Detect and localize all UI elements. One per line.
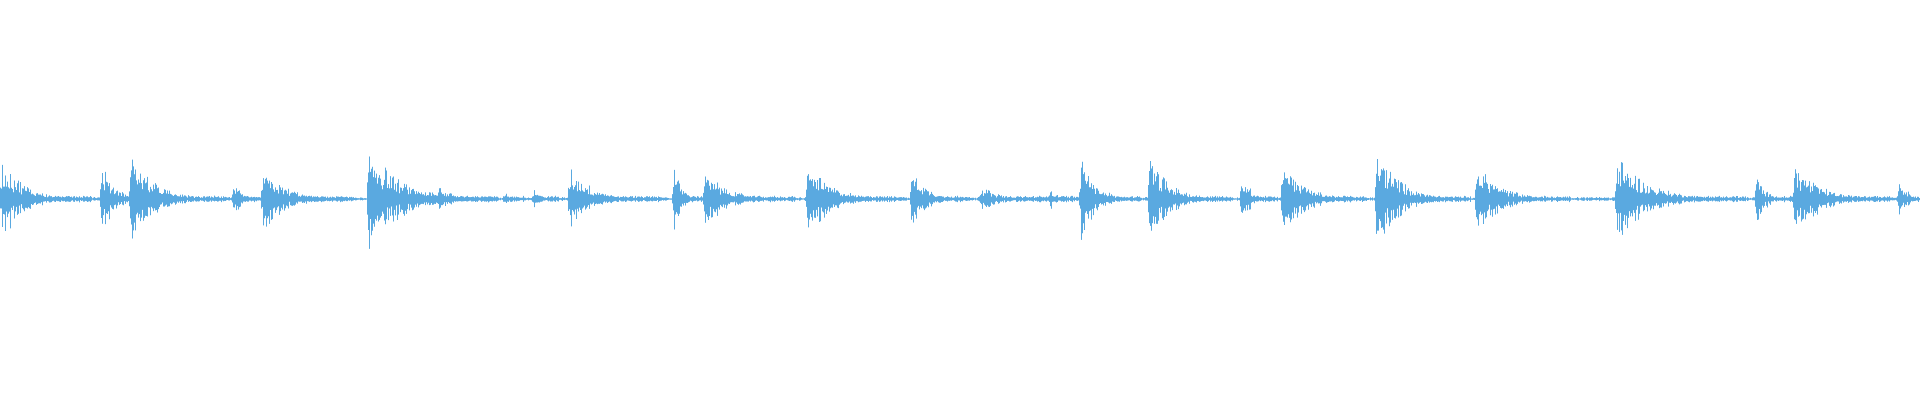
waveform-path-group: [0, 156, 1920, 249]
waveform-signal: [0, 156, 1920, 249]
